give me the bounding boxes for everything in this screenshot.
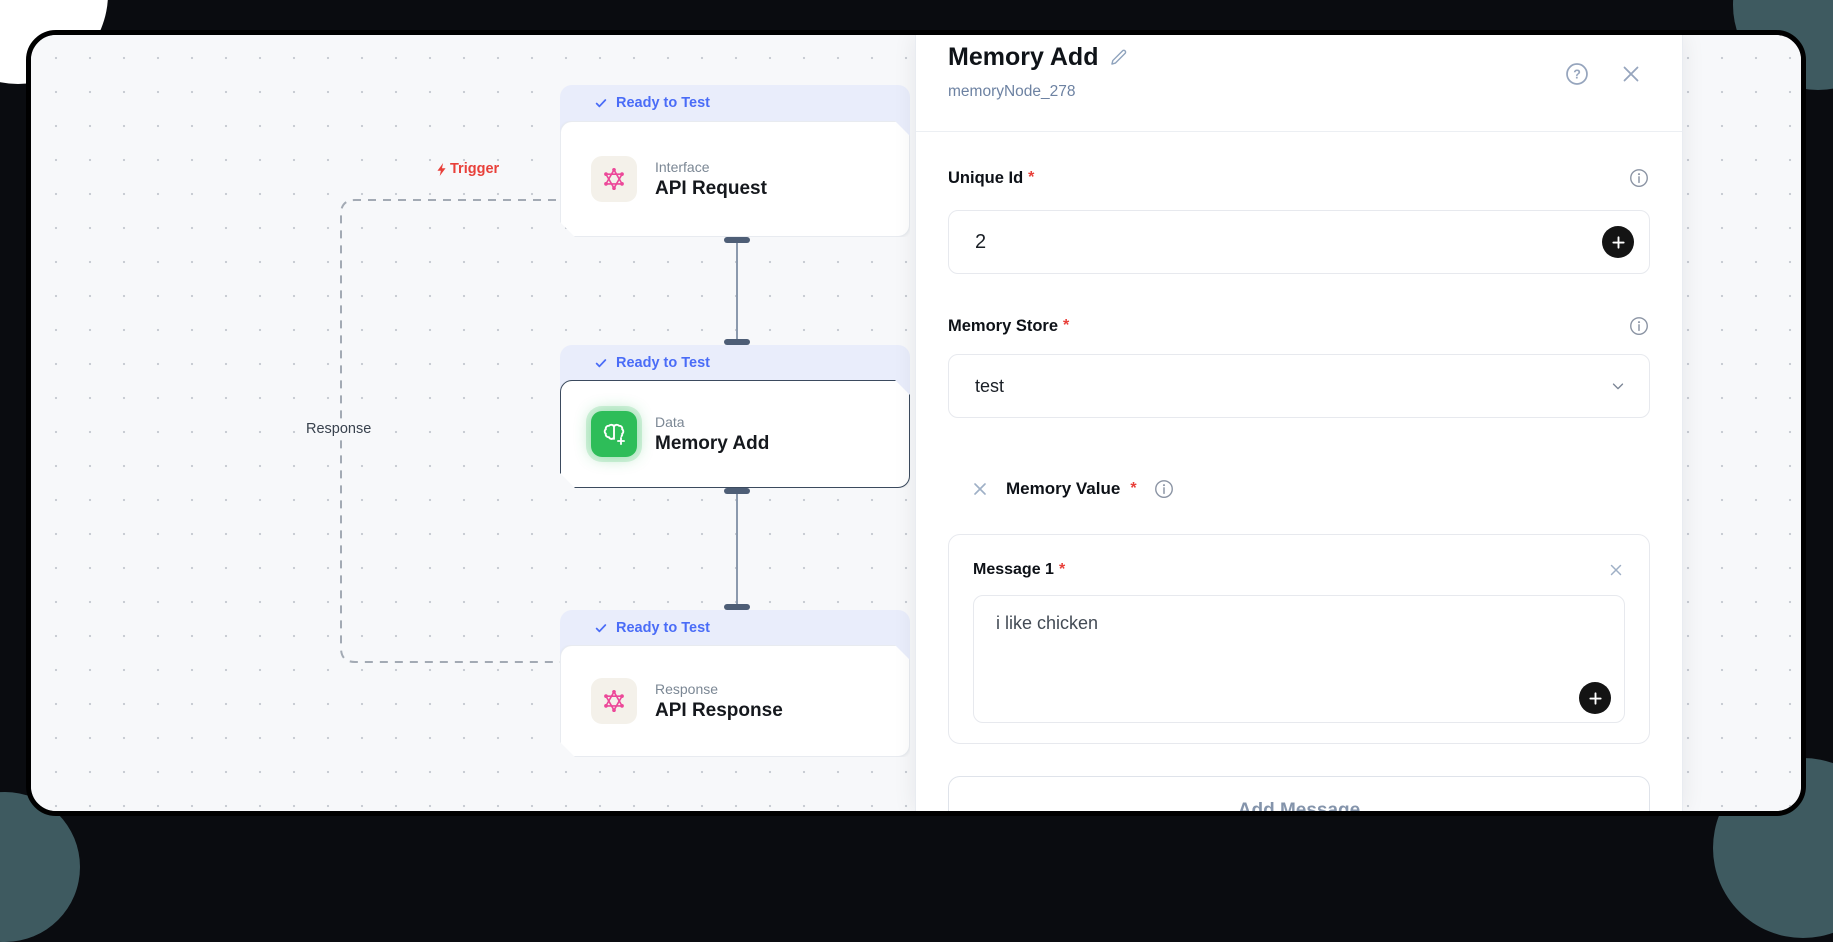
node-title: API Request bbox=[655, 177, 767, 199]
collapse-section-icon[interactable] bbox=[970, 479, 990, 499]
memory-store-label: Memory Store bbox=[948, 316, 1059, 335]
message-card: Message 1 * i like chicken bbox=[948, 534, 1650, 744]
message-input[interactable]: i like chicken bbox=[973, 595, 1625, 723]
response-edge-label: Response bbox=[299, 419, 379, 439]
connector-line bbox=[736, 491, 738, 607]
check-icon bbox=[595, 359, 607, 368]
check-icon bbox=[595, 624, 607, 633]
check-icon bbox=[595, 99, 607, 108]
node-category: Data bbox=[655, 413, 685, 430]
edit-pencil-icon[interactable] bbox=[1108, 47, 1129, 68]
svg-text:?: ? bbox=[1573, 68, 1581, 82]
close-panel-button[interactable] bbox=[1618, 61, 1644, 87]
connector-request-to-memory[interactable] bbox=[724, 237, 750, 345]
required-marker: * bbox=[1063, 317, 1070, 334]
trigger-edge-text: Trigger bbox=[450, 161, 500, 177]
node-category: Interface bbox=[655, 158, 710, 175]
required-marker: * bbox=[1058, 561, 1066, 578]
memory-store-value: test bbox=[975, 375, 1005, 396]
node-card-memory-add[interactable]: Data Memory Add bbox=[560, 380, 910, 488]
info-icon[interactable] bbox=[1628, 167, 1650, 189]
connector-handle-bottom[interactable] bbox=[724, 604, 750, 610]
chevron-down-icon bbox=[1612, 383, 1624, 390]
memory-add-icon bbox=[591, 411, 637, 457]
connector-memory-to-response[interactable] bbox=[724, 488, 750, 610]
unique-id-variable-button[interactable] bbox=[1602, 226, 1634, 258]
plus-icon bbox=[1588, 691, 1602, 705]
connector-handle-top[interactable] bbox=[724, 488, 750, 494]
message-label: Message 1 bbox=[973, 561, 1054, 578]
connector-handle-top[interactable] bbox=[724, 237, 750, 243]
panel-title: Memory Add bbox=[948, 42, 1099, 71]
add-message-button[interactable]: Add Message bbox=[948, 776, 1650, 811]
node-category: Response bbox=[655, 680, 719, 697]
message-variable-button[interactable] bbox=[1579, 682, 1611, 714]
trigger-edge-label: Trigger bbox=[435, 161, 499, 177]
remove-message-icon[interactable] bbox=[1607, 561, 1625, 579]
interface-icon bbox=[591, 156, 637, 202]
node-card-api-request[interactable]: Interface API Request bbox=[560, 121, 910, 237]
memory-value-label: Memory Value bbox=[1006, 479, 1121, 498]
unique-id-input[interactable] bbox=[948, 210, 1650, 274]
required-marker: * bbox=[1028, 169, 1035, 186]
app-window: Trigger Response Ready to Test bbox=[26, 30, 1806, 816]
help-button[interactable]: ? bbox=[1564, 61, 1590, 87]
unique-id-label: Unique Id bbox=[948, 168, 1024, 187]
memory-store-select[interactable]: test bbox=[948, 354, 1650, 418]
required-marker: * bbox=[1130, 480, 1137, 497]
panel-divider bbox=[916, 131, 1682, 132]
plus-icon bbox=[1611, 235, 1625, 249]
info-icon[interactable] bbox=[1628, 315, 1650, 337]
response-icon bbox=[591, 678, 637, 724]
connector-line bbox=[736, 240, 738, 342]
node-properties-panel: Memory Add memoryNode_278 ? Unique Id bbox=[915, 35, 1683, 811]
node-card-api-response[interactable]: Response API Response bbox=[560, 645, 910, 757]
connector-handle-bottom[interactable] bbox=[724, 339, 750, 345]
node-api-response[interactable]: Ready to Test bbox=[560, 610, 910, 757]
node-api-request[interactable]: Ready to Test bbox=[560, 85, 910, 237]
node-id: memoryNode_278 bbox=[948, 83, 1076, 100]
node-title: API Response bbox=[655, 699, 783, 721]
info-icon[interactable] bbox=[1153, 478, 1175, 500]
node-memory-add[interactable]: Ready to Test Data Memory Add bbox=[560, 345, 910, 488]
node-title: Memory Add bbox=[655, 432, 770, 454]
lightning-icon bbox=[437, 162, 446, 176]
close-icon bbox=[1623, 66, 1639, 82]
